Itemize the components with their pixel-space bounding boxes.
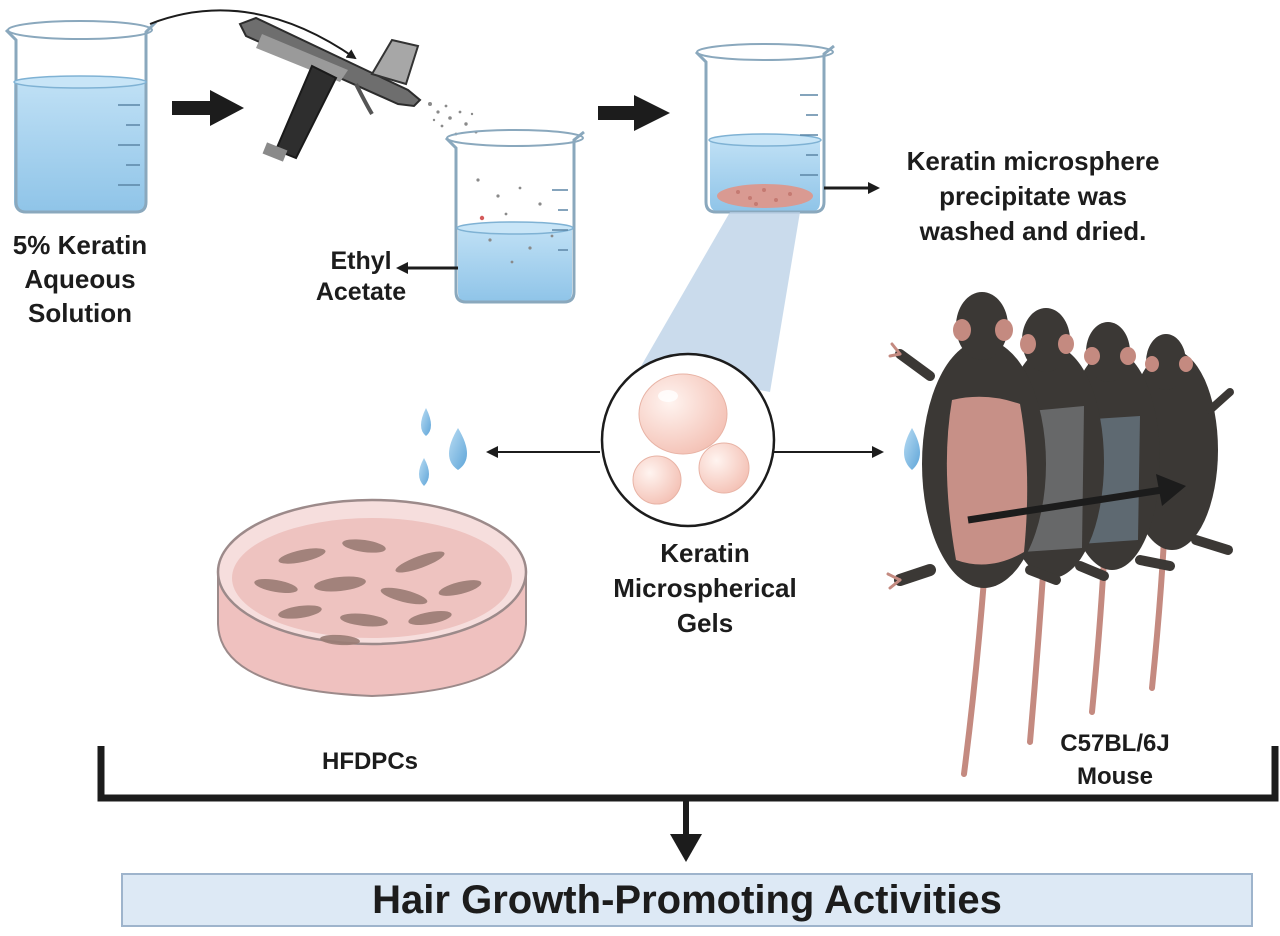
airbrush-icon xyxy=(238,16,422,162)
magnification-cone xyxy=(640,212,800,392)
final-arrow xyxy=(670,798,702,862)
ethyl-acetate-arrow xyxy=(396,262,458,274)
mouse-1 xyxy=(886,292,1061,590)
water-drops-left-icon xyxy=(419,408,467,486)
arrow-to-cells xyxy=(486,446,600,458)
microspheres-icon xyxy=(600,352,776,528)
result-banner: Hair Growth-Promoting Activities xyxy=(121,873,1253,927)
process-arrow-1 xyxy=(172,90,244,126)
arrow-to-mouse xyxy=(774,446,884,458)
spray-droplets xyxy=(428,102,478,136)
beaker-ethyl-acetate xyxy=(444,129,585,304)
petri-dish-icon xyxy=(216,498,528,698)
beaker-precipitate xyxy=(694,43,835,214)
label-precipitate: Keratin microsphere precipitate was wash… xyxy=(906,146,1160,246)
label-mouse: C57BL/6J Mouse xyxy=(1060,730,1170,790)
result-title: Hair Growth-Promoting Activities xyxy=(372,877,1002,922)
mice-progression-arrow xyxy=(967,474,1186,524)
label-hfdpcs: HFDPCs xyxy=(321,748,418,775)
curved-arrow xyxy=(149,9,357,60)
beaker-keratin-solution xyxy=(4,20,158,214)
label-microspherical-gels: Keratin Microspherical Gels xyxy=(613,538,797,638)
label-ethyl-acetate: Ethyl Acetate xyxy=(315,247,407,306)
precipitate-arrow xyxy=(824,182,880,194)
process-arrow-2 xyxy=(598,95,670,131)
mice-icon xyxy=(886,292,1234,777)
label-keratin-solution: 5% Keratin Aqueous Solution xyxy=(12,230,148,328)
